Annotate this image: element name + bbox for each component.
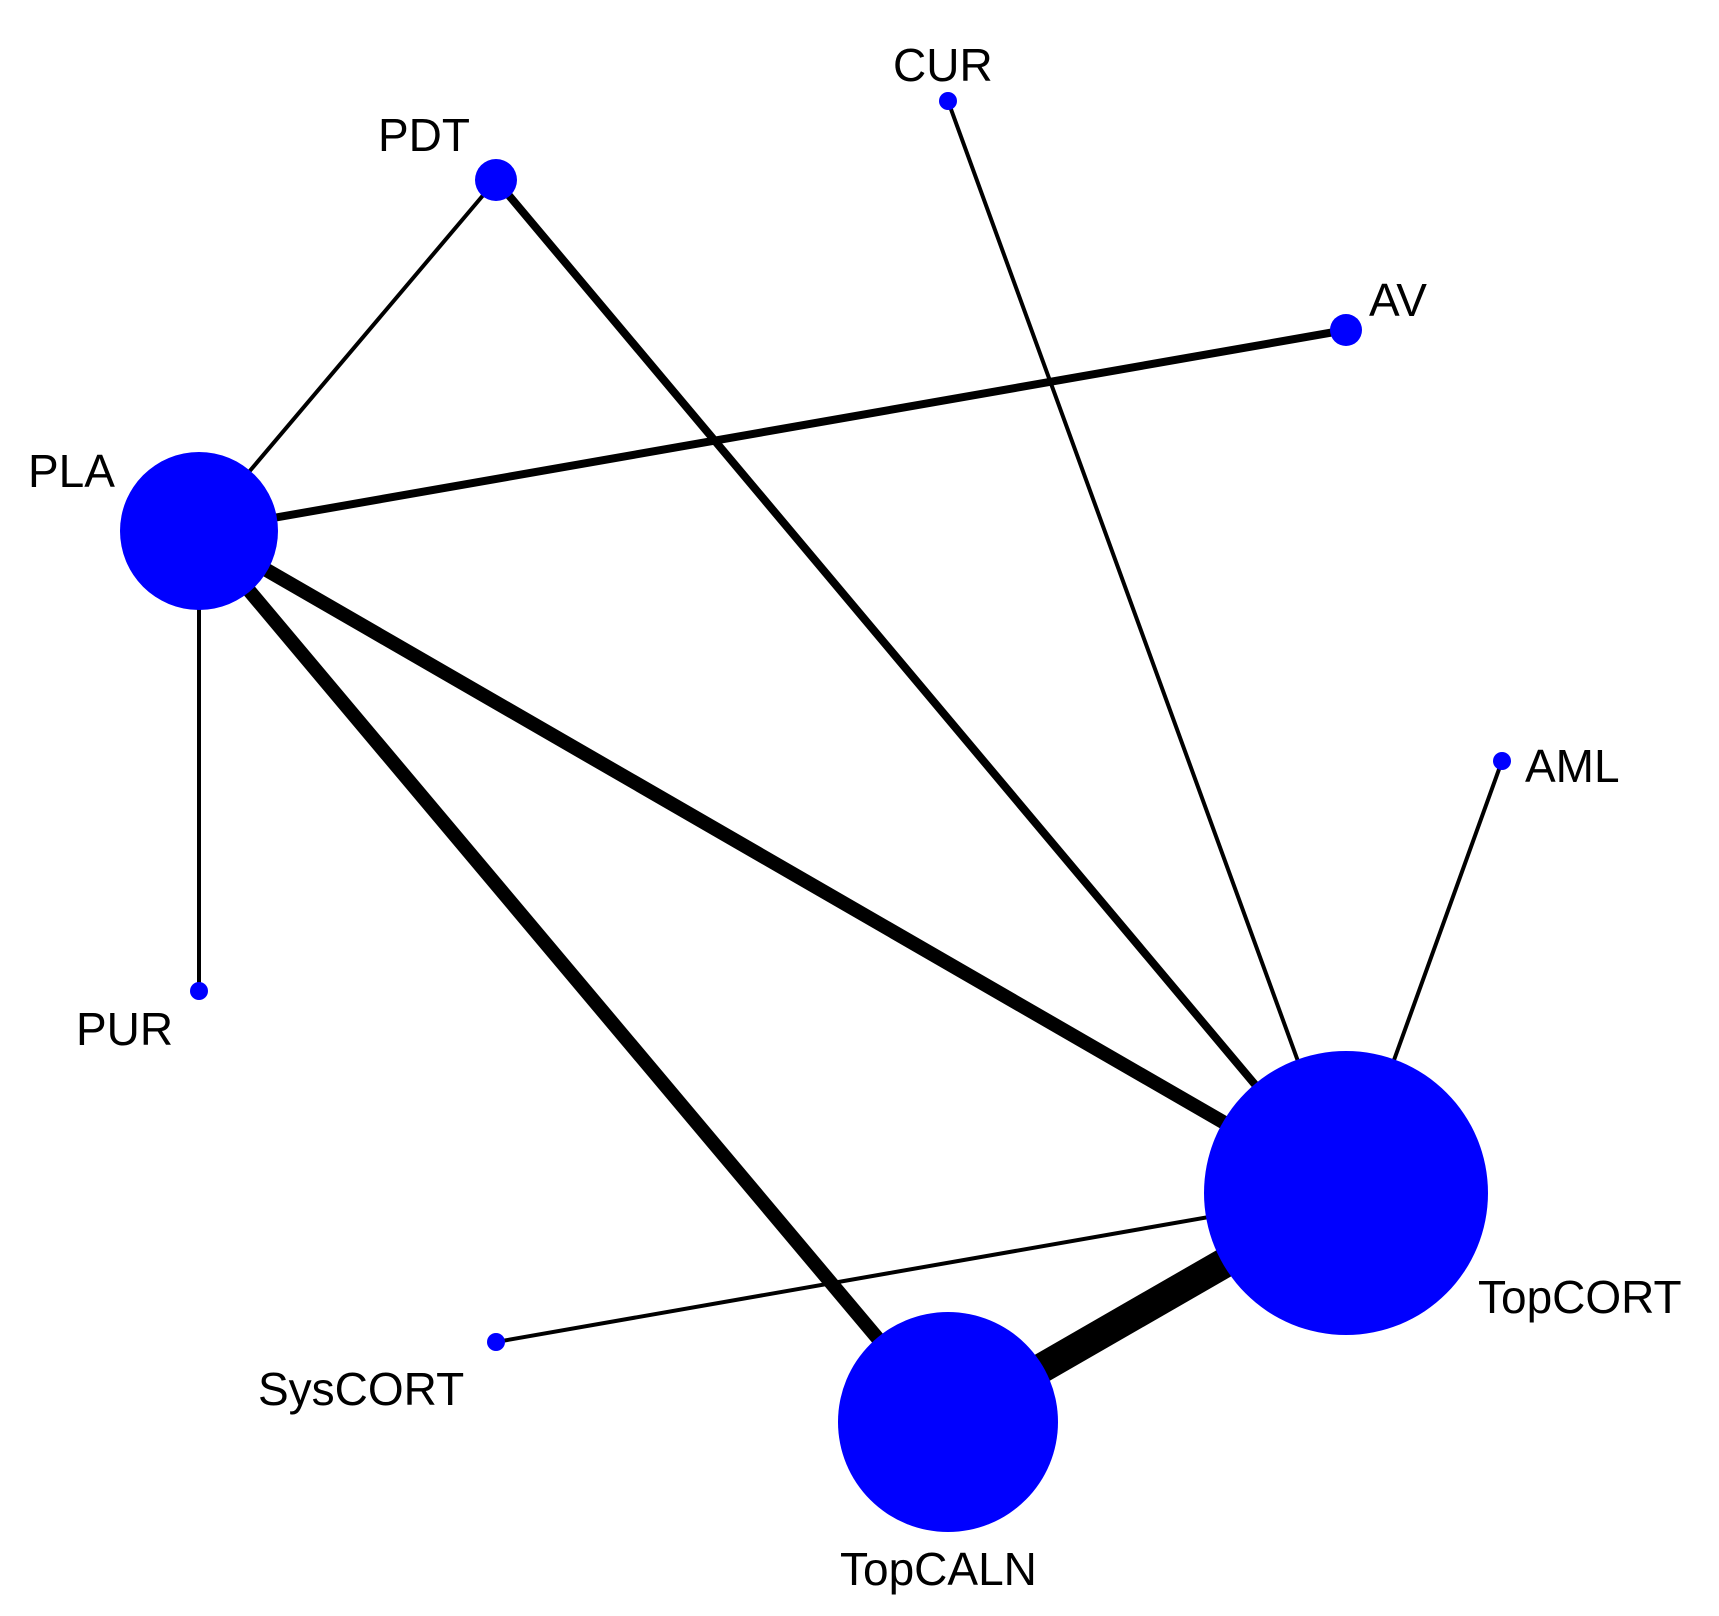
- node-pla: [120, 452, 278, 610]
- node-topcaln: [838, 1312, 1058, 1532]
- node-pur: [190, 982, 208, 1000]
- node-label-pur: PUR: [76, 1003, 173, 1055]
- node-aml: [1493, 752, 1511, 770]
- nodes-layer: [120, 92, 1511, 1532]
- node-label-av: AV: [1369, 274, 1427, 326]
- node-label-topcort: TopCORT: [1478, 1271, 1682, 1323]
- node-syscort: [487, 1333, 505, 1351]
- node-label-pdt: PDT: [378, 109, 470, 161]
- edge-pdt-topcort: [492, 177, 1350, 1196]
- node-label-cur: CUR: [893, 39, 993, 91]
- node-av: [1330, 314, 1362, 346]
- node-cur: [939, 92, 957, 110]
- node-topcort: [1204, 1051, 1488, 1335]
- edge-pla-topcaln: [193, 526, 954, 1427]
- edge-cur-topcort: [946, 100, 1348, 1194]
- node-label-pla: PLA: [28, 445, 115, 497]
- node-label-aml: AML: [1525, 740, 1620, 792]
- edge-pla-topcort: [195, 524, 1350, 1200]
- labels-layer: PLA PDT CUR AV AML TopCORT TopCALN SysCORT PUR: [28, 39, 1682, 1595]
- node-pdt: [475, 159, 517, 201]
- node-label-topcaln: TopCALN: [840, 1543, 1037, 1595]
- edge-pla-av: [198, 326, 1347, 535]
- node-label-syscort: SysCORT: [258, 1363, 464, 1415]
- edge-syscort-topcort: [495, 1191, 1347, 1344]
